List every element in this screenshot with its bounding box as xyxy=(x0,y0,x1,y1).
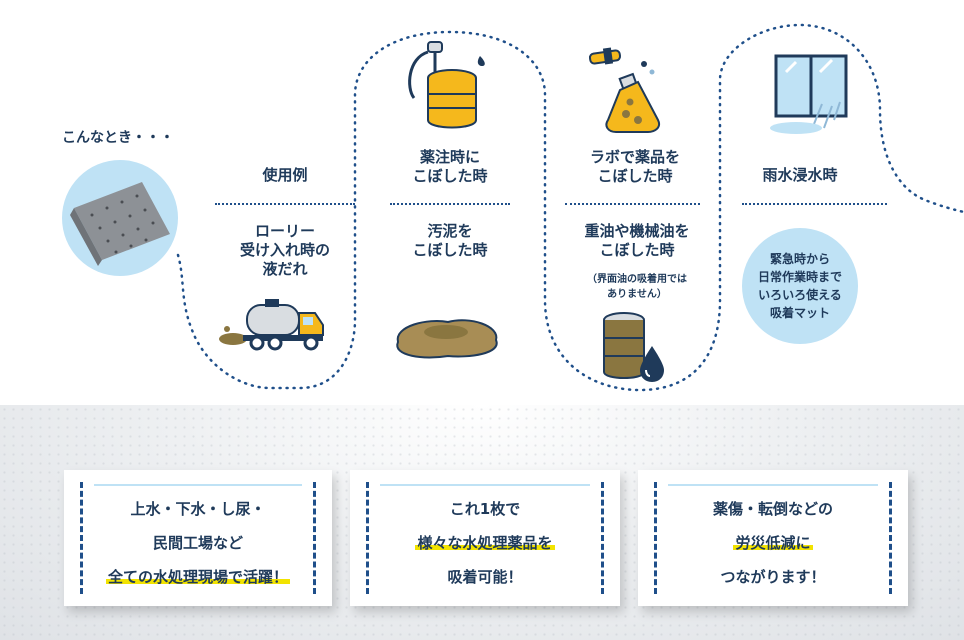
divider xyxy=(215,203,355,205)
chemical-drum-pump-icon xyxy=(408,41,485,129)
tank-truck-spill-label: ローリー 受け入れ時の 液だれ xyxy=(239,222,330,278)
dotted-flow-path xyxy=(176,23,964,392)
card-line-2-wrap: 様々な水処理薬品を xyxy=(350,526,620,560)
oil-spill-note: （界面油の吸着用では ありません） xyxy=(587,274,687,300)
card-text: 薬傷・転倒などの 労災低減に つながります！ xyxy=(638,492,908,594)
lab-flask-icon xyxy=(588,47,660,133)
sludge-puddle-icon xyxy=(396,319,498,359)
card-line-2-wrap: 労災低減に xyxy=(638,526,908,560)
card-dashed-border xyxy=(80,482,316,594)
card-line-3-highlight: 全ての水処理現場で活躍！ xyxy=(105,568,290,586)
usage-example-label: 使用例 xyxy=(262,166,308,184)
feature-card-2: これ1枚で 様々な水処理薬品を 吸着可能！ xyxy=(350,470,620,606)
card-text: 上水・下水・し尿・ 民間工場など 全ての水処理現場で活躍！ xyxy=(64,492,332,594)
sludge-spill-label: 汚泥を こぼした時 xyxy=(412,222,488,259)
oil-spill-label: 重油や機械油を こぼした時 xyxy=(584,222,690,259)
card-dashed-border xyxy=(654,482,892,594)
window-rain-icon xyxy=(770,54,848,134)
card-text: これ1枚で 様々な水処理薬品を 吸着可能！ xyxy=(350,492,620,594)
divider xyxy=(565,203,700,205)
card-line-2: 民間工場など xyxy=(152,534,243,552)
tank-truck-icon xyxy=(219,299,324,351)
card-dashed-border xyxy=(366,482,604,594)
lab-chemical-spill-label: ラボで薬品を こぼした時 xyxy=(589,148,680,185)
divider xyxy=(390,203,510,205)
divider xyxy=(742,203,887,205)
card-line-1: 上水・下水・し尿・ xyxy=(130,500,266,518)
feature-card-3: 薬傷・転倒などの 労災低減に つながります！ xyxy=(638,470,908,606)
card-line-3-wrap: 全ての水処理現場で活躍！ xyxy=(64,560,332,594)
card-accent-line xyxy=(380,484,590,486)
intro-text: こんなとき・・・ xyxy=(62,130,174,146)
card-line-2-highlight: 労災低減に xyxy=(733,534,813,552)
absorbent-mat-image xyxy=(62,160,178,276)
card-line-1: これ1枚で xyxy=(449,500,521,518)
rain-flood-label: 雨水浸水時 xyxy=(762,166,838,184)
card-line-1: 薬傷・転倒などの xyxy=(712,500,833,518)
summary-bubble: 緊急時から 日常作業時まで いろいろ使える 吸着マット xyxy=(742,228,858,344)
card-line-3: つながります！ xyxy=(720,568,826,586)
card-accent-line xyxy=(94,484,302,486)
card-line-3: 吸着可能！ xyxy=(447,568,523,586)
oil-drum-icon xyxy=(603,312,664,382)
chemical-injection-spill-label: 薬注時に こぼした時 xyxy=(412,148,488,185)
feature-card-1: 上水・下水・し尿・ 民間工場など 全ての水処理現場で活躍！ xyxy=(64,470,332,606)
summary-bubble-text: 緊急時から 日常作業時まで いろいろ使える 吸着マット xyxy=(757,252,842,320)
card-accent-line xyxy=(668,484,878,486)
card-line-2-highlight: 様々な水処理薬品を xyxy=(415,534,555,552)
